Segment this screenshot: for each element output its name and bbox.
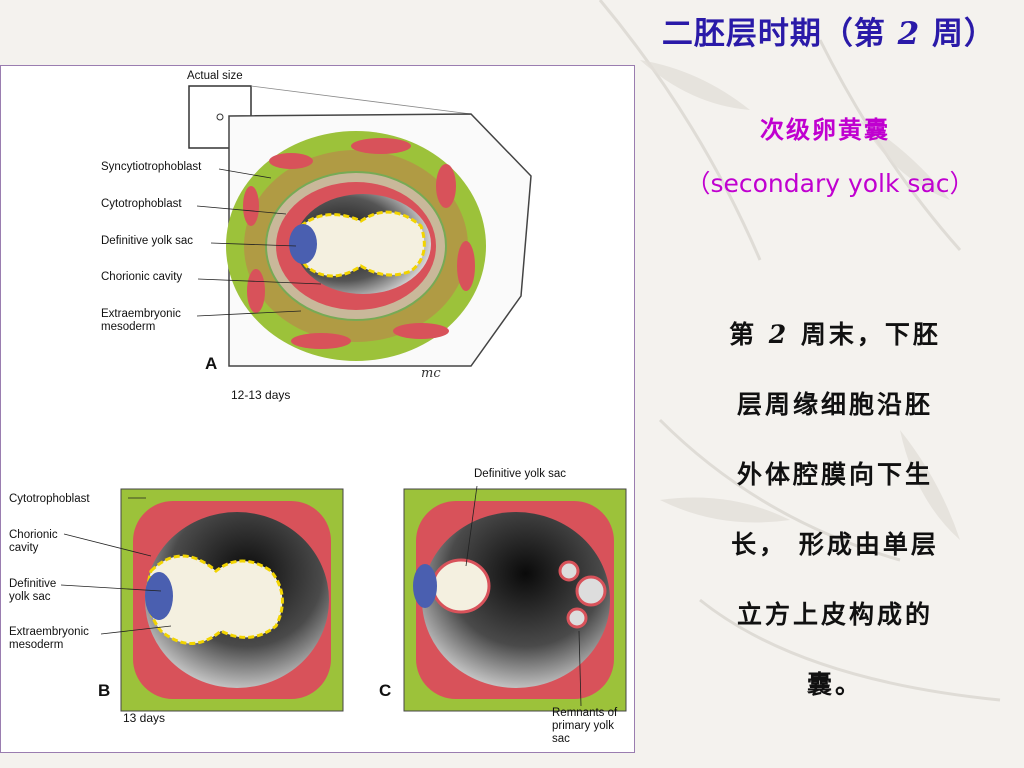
panel-days-a: 12-13 days [231,388,291,402]
body-line: 长， 形成由单层 [731,530,939,559]
slide-title: 二胚层时期（第 2 周） [661,16,996,52]
embryo-illustration [60,85,627,712]
label-remnants-primary-yolk-sac: Remnants of primary yolk sac [552,707,618,745]
embryo-figure: Actual size Syncytiotrophoblast Cytotrop… [0,65,635,753]
panel-days-b: 13 days [123,711,166,725]
label-definitive-yolk-sac-b: Definitive yolk sac [9,578,57,603]
label-extraembryonic-mesoderm-b: Extraembryonic mesoderm [9,626,89,651]
embryonic-disc-a [289,224,317,264]
label-chorionic-cavity-a: Chorionic cavity [101,271,183,283]
yolk-sac-a [295,210,426,278]
remnant-vesicle-1 [575,575,607,607]
embryonic-disc-c [413,564,437,608]
body-line: 第 2 周末，下胚 [729,320,941,349]
body-line: 外体腔膜向下生 [736,460,933,489]
lacunae-a [243,138,475,349]
label-definitive-yolk-sac-a: Definitive yolk sac [101,235,194,247]
panel-letter-b: B [98,681,111,700]
definitive-yolk-sac-c [431,558,491,614]
artist-signature: mc [421,366,441,381]
chorionic-cavity-c [422,512,610,688]
actual-size-dot [216,113,224,121]
label-cytotrophoblast-b: Cytotrophoblast [9,493,90,505]
remnant-vesicle-2 [558,560,580,582]
yolk-sac-b [146,554,284,645]
body-line: 立方上皮构成的 [736,600,933,629]
subtitle-english: （secondary yolk sac） [685,169,975,198]
label-definitive-yolk-sac-c: Definitive yolk sac [474,468,567,480]
label-cytotrophoblast-a: Cytotrophoblast [101,198,182,210]
panel-letter-c: C [379,681,392,700]
body-line: 囊。 [806,670,863,699]
actual-size-label: Actual size [187,70,243,82]
label-syncytiotrophoblast: Syncytiotrophoblast [101,161,202,173]
label-extraembryonic-mesoderm-a: Extraembryonic mesoderm [101,308,181,333]
embryonic-disc-b [145,572,173,620]
label-chorionic-cavity-b: Chorionic cavity [9,529,58,554]
body-text: 第 2 周末，下胚 层周缘细胞沿胚 外体腔膜向下生 长， 形成由单层 立方上皮构… [700,300,970,720]
body-line: 层周缘细胞沿胚 [736,390,933,419]
subtitle-chinese: 次级卵黄囊 [760,115,890,144]
remnant-vesicle-3 [566,607,588,629]
panel-letter-a: A [205,354,218,373]
